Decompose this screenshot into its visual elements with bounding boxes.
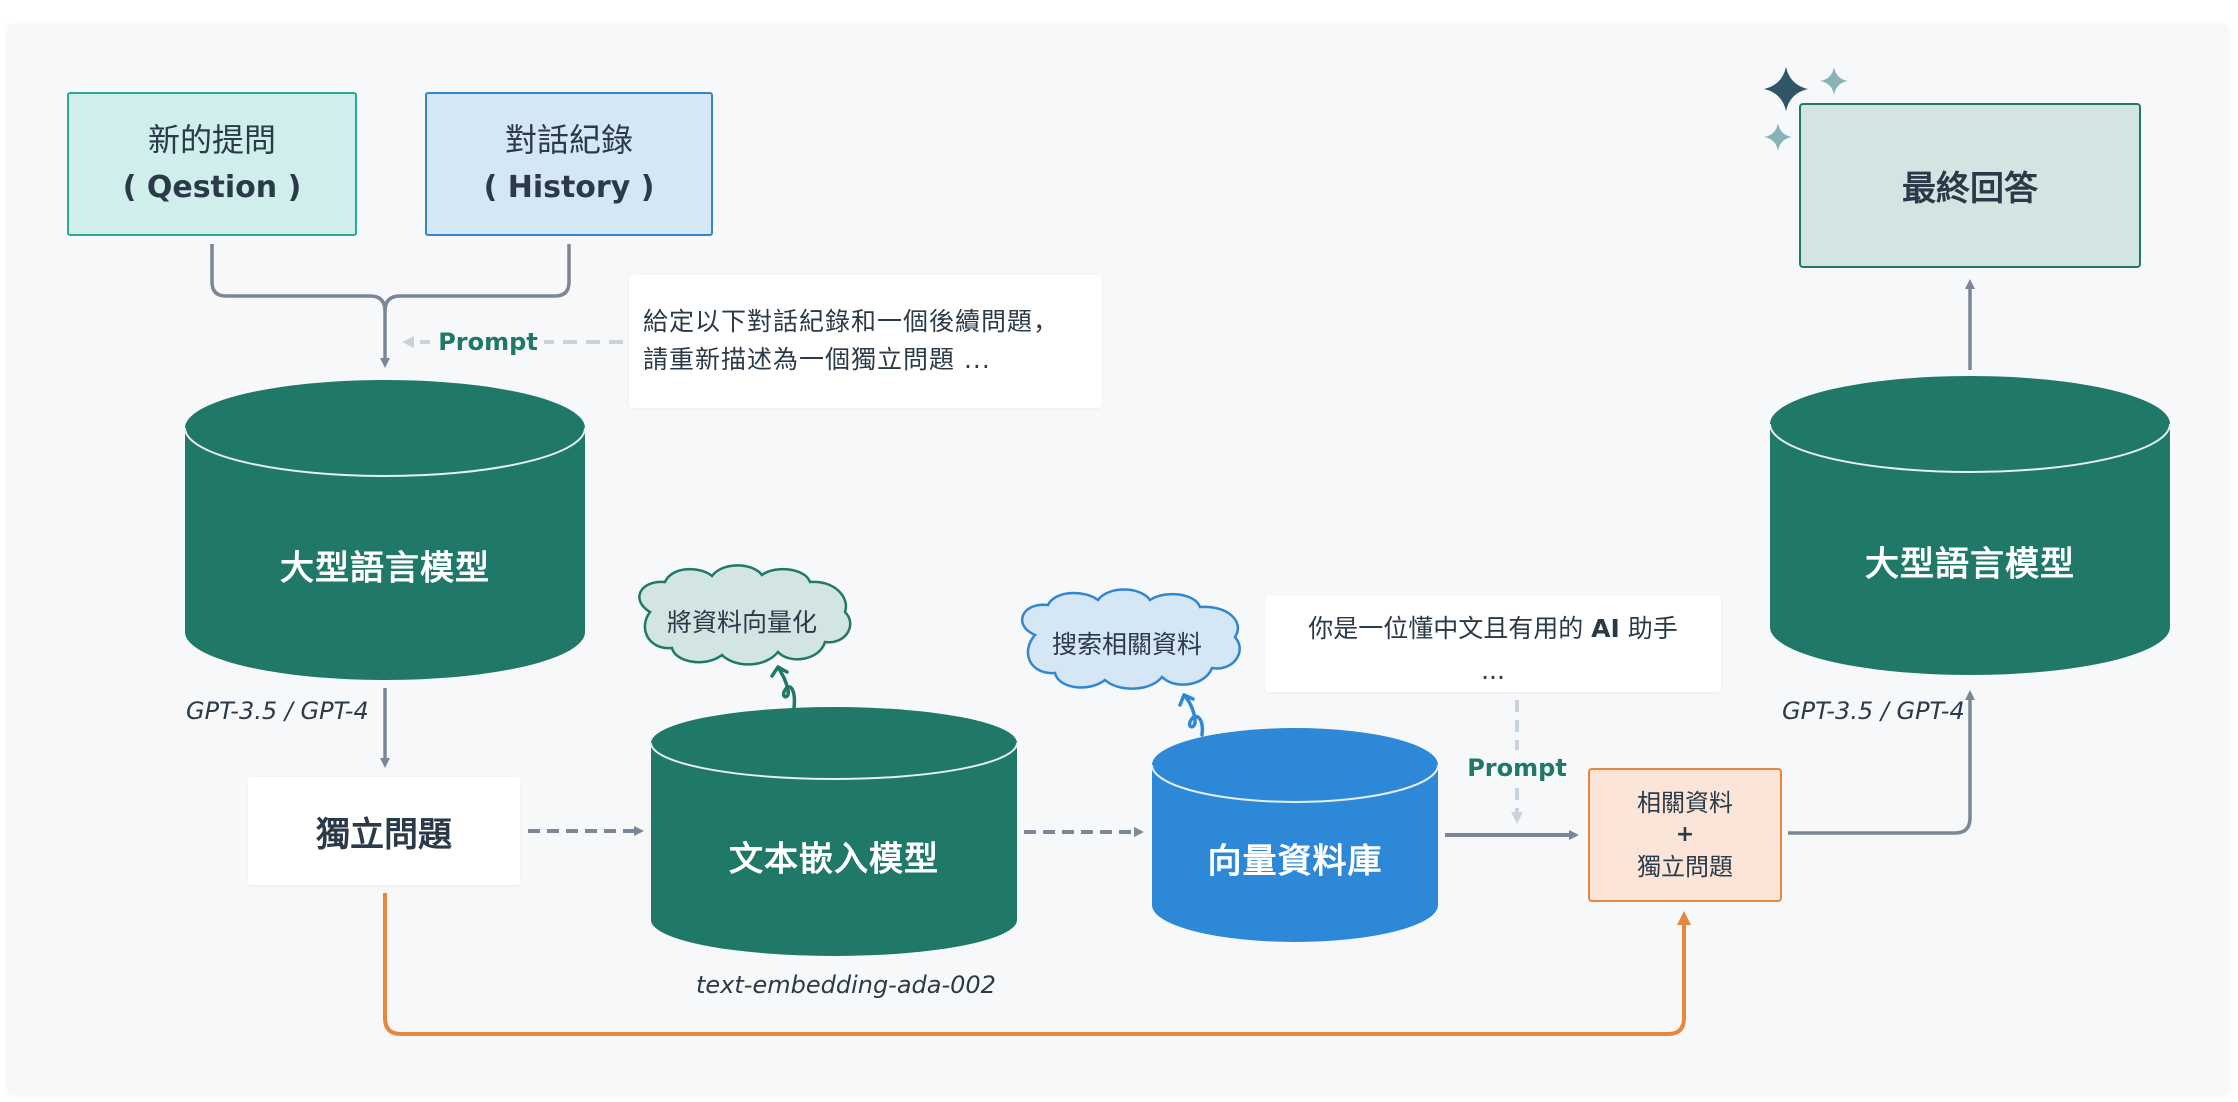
embedding-cylinder	[650, 707, 1018, 956]
history-subtitle: ( History )	[483, 170, 655, 205]
embedding-label: 文本嵌入模型	[729, 839, 939, 880]
vectorize-cloud	[638, 564, 852, 666]
llm-first-caption: GPT-3.5 / GPT-4	[186, 697, 369, 725]
vectorize-cloud-label: 將資料向量化	[666, 608, 818, 637]
history-box: 對話紀錄 ( History )	[425, 92, 713, 236]
combined-line2: 獨立問題	[1637, 853, 1733, 881]
question-connector	[210, 244, 387, 312]
question-title: 新的提問	[147, 121, 276, 159]
search-cloud	[1021, 588, 1241, 690]
search-squiggle-arrow	[1178, 693, 1205, 737]
standalone-question-label: 獨立問題	[316, 814, 452, 855]
vector-db-label: 向量資料庫	[1207, 841, 1383, 882]
llm-cylinder-second	[1769, 376, 2171, 675]
llm-cylinder-first	[184, 380, 586, 680]
combined-line1: 相關資料	[1637, 789, 1733, 817]
embedding-caption: text-embedding-ada-002	[696, 971, 996, 999]
final-answer-label: 最終回答	[1902, 169, 2038, 209]
qa-prompt-note: 你是一位懂中文且有用的 AI 助手 ...	[1265, 596, 1721, 692]
llm-second-caption: GPT-3.5 / GPT-4	[1782, 697, 1965, 725]
condense-prompt-label: Prompt	[434, 328, 542, 356]
combined-to-llm-arrow	[1788, 690, 1975, 835]
history-connector	[380, 244, 571, 368]
history-title: 對話紀錄	[504, 121, 633, 159]
qa-prompt-ellipsis: ...	[1481, 656, 1505, 685]
question-box: 新的提問 ( Qestion )	[67, 92, 357, 236]
combined-plus: +	[1675, 822, 1695, 847]
qa-prompt-label: Prompt	[1463, 754, 1571, 782]
llm-second-label: 大型語言模型	[1865, 544, 2075, 585]
search-cloud-label: 搜索相關資料	[1051, 630, 1203, 659]
qa-prompt-line: 你是一位懂中文且有用的 AI 助手	[1308, 614, 1678, 643]
vector-db-cylinder	[1151, 728, 1439, 942]
condense-prompt-note: 給定以下對話紀錄和一個後續問題， 請重新描述為一個獨立問題 ...	[629, 275, 1102, 408]
standalone-question-box: 獨立問題	[248, 777, 520, 885]
condense-prompt-line: 給定以下對話紀錄和一個後續問題，	[643, 307, 1060, 336]
condense-prompt-line: 請重新描述為一個獨立問題 ...	[643, 345, 991, 374]
vectorize-squiggle-arrow	[770, 665, 797, 710]
question-subtitle: ( Qestion )	[122, 170, 302, 205]
llm-first-label: 大型語言模型	[280, 548, 490, 589]
combined-context-box: 相關資料 + 獨立問題	[1588, 768, 1782, 902]
final-answer-box: 最終回答	[1799, 103, 2141, 268]
standalone-bypass-arrow	[383, 893, 1691, 1036]
